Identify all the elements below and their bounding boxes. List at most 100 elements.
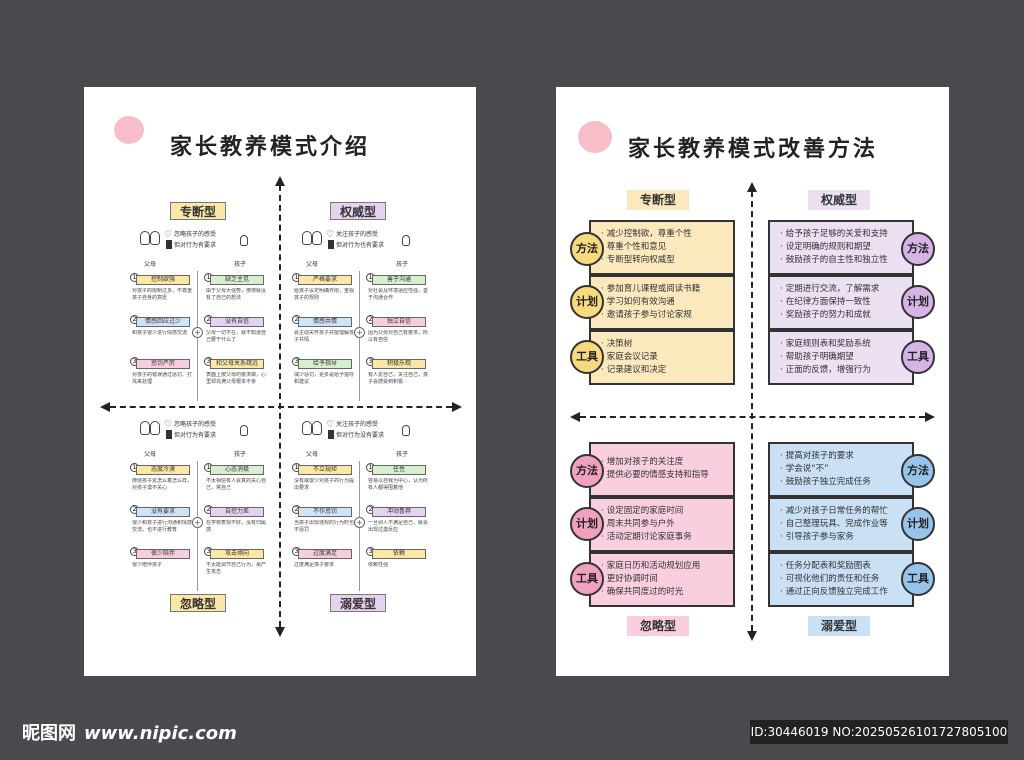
method-badge: 方法	[901, 454, 935, 488]
tool-badge: 工具	[901, 340, 935, 374]
method-box: 减少控制欲，尊重个性 尊重个性和意见 专断型转向权威型	[589, 220, 735, 275]
plan-box: 参加育儿课程或阅读书籍 学习如何有效沟通 邀请孩子参与讨论家规	[589, 275, 735, 330]
parent-label: 父母	[144, 261, 157, 268]
list-item: 在纪律方面保持一致性	[780, 296, 906, 309]
list-item: 帮助孩子明确期望	[780, 351, 906, 364]
list-item: 学会说“不”	[780, 463, 906, 476]
list-item: 给予孩子足够的关爱和支持	[780, 228, 906, 241]
parent-face-icon	[150, 231, 160, 245]
list-item: 奖励孩子的努力和成就	[780, 309, 906, 322]
pink-blob-decoration	[578, 121, 612, 153]
child-face-icon	[240, 425, 248, 436]
axis-arrow-left-icon	[100, 402, 110, 412]
child-label: 孩子	[396, 261, 409, 268]
heart-icon: ♡	[326, 230, 335, 240]
parent-face-icon	[312, 421, 322, 435]
parent-face-icon	[312, 231, 322, 245]
axis-arrow-down-icon	[747, 631, 757, 641]
tool-badge: 工具	[901, 562, 935, 596]
type-tag-indulgent: 溺爱型	[330, 594, 386, 612]
method-badge: 方法	[901, 232, 935, 266]
heart-icon: ♡	[326, 420, 335, 430]
item-label: 没有要求	[136, 507, 190, 517]
item-label: 情感共情	[298, 317, 352, 327]
list-item: 确保共同度过的时光	[601, 586, 727, 599]
item-text: 和孩子很少进行情感交流	[132, 330, 188, 336]
page-title: 家长教养模式介绍	[170, 134, 371, 160]
plus-circle-icon: +	[192, 327, 203, 338]
item-label: 控制欲强	[136, 275, 190, 285]
list-item: 记录建议和决定	[601, 364, 727, 377]
item-text: 表面上按父母的要求做，心里却充满父母根本不亲	[206, 372, 266, 385]
site-name: 昵图网	[22, 723, 76, 744]
method-badge: 方法	[570, 232, 604, 266]
plan-badge: 计划	[570, 507, 604, 541]
tool-badge: 工具	[570, 562, 604, 596]
type-tag-indulgent: 溺爱型	[808, 616, 870, 636]
item-label: 独立自信	[372, 317, 426, 327]
tool-box: 决策树 家庭会议记录 记录建议和决定	[589, 330, 735, 385]
list-item: 邀请孩子参与讨论家规	[601, 309, 727, 322]
pink-blob-decoration	[114, 116, 144, 144]
type-tag-authoritative: 权威型	[330, 202, 386, 220]
item-label: 积极乐观	[372, 359, 426, 369]
plan-badge: 计划	[570, 285, 604, 319]
list-item: 鼓励孩子的自主性和独立性	[780, 254, 906, 267]
item-text: 当孩子出现违规的行为时也不惩罚	[294, 520, 354, 533]
list-item: 减少对孩子日常任务的帮忙	[780, 505, 906, 518]
item-text: 依赖性强	[368, 562, 389, 568]
child-face-icon	[240, 235, 248, 246]
item-label: 态度冷漠	[136, 465, 190, 475]
method-badge: 方法	[570, 454, 604, 488]
poster-parenting-improvement-methods: 家长教养模式改善方法 专断型 权威型 忽略型 溺爱型 减少控制欲，尊重个性 尊重…	[556, 87, 949, 676]
list-item: 决策树	[601, 338, 727, 351]
horizontal-axis	[110, 406, 452, 408]
item-text: 容易以自我为中心，认为所有人都得围着他	[368, 478, 428, 491]
item-text: 因为父母对自己有要求，所以有自信	[368, 330, 428, 343]
item-label: 不作惩罚	[298, 507, 352, 517]
vertical-axis	[751, 191, 753, 631]
list-item: 家庭会议记录	[601, 351, 727, 364]
item-text: 有人爱自己，关注自己，孩子会感受到积极	[368, 372, 428, 385]
item-label: 过度满足	[298, 549, 352, 559]
list-item: 设定固定的家庭时间	[601, 505, 727, 518]
item-label: 很少陪伴	[136, 549, 190, 559]
parent-child-illustration: ♡ 关注孩子的感受 但对行为没有要求 父母 孩子	[292, 417, 432, 461]
item-label: 没有自信	[210, 317, 264, 327]
list-item: 任务分配表和奖励图表	[780, 560, 906, 573]
parent-face-icon	[140, 231, 150, 245]
speech-note: 但对行为也有要求	[328, 240, 384, 249]
item-text: 过度满足孩子要求	[294, 562, 335, 568]
item-label: 情感回应过少	[136, 317, 190, 327]
list-item: 通过正向反馈独立完成工作	[780, 586, 906, 599]
list-item: 引导孩子参与家务	[780, 531, 906, 544]
list-item: 活动定期讨论家庭事务	[601, 531, 727, 544]
horizontal-axis	[580, 416, 925, 418]
speech-note: 关注孩子的感受	[336, 231, 379, 238]
list-item: 鼓励孩子独立完成任务	[780, 476, 906, 489]
plan-badge: 计划	[901, 507, 935, 541]
item-text: 对孩子的错误通过惩罚、打骂来处理	[132, 372, 192, 385]
item-text: 很少陪伴孩子	[132, 562, 163, 568]
speech-note: 但对行为有要求	[166, 240, 216, 249]
item-text: 父母一切不在，就不知道自己要干什么了	[206, 330, 266, 343]
